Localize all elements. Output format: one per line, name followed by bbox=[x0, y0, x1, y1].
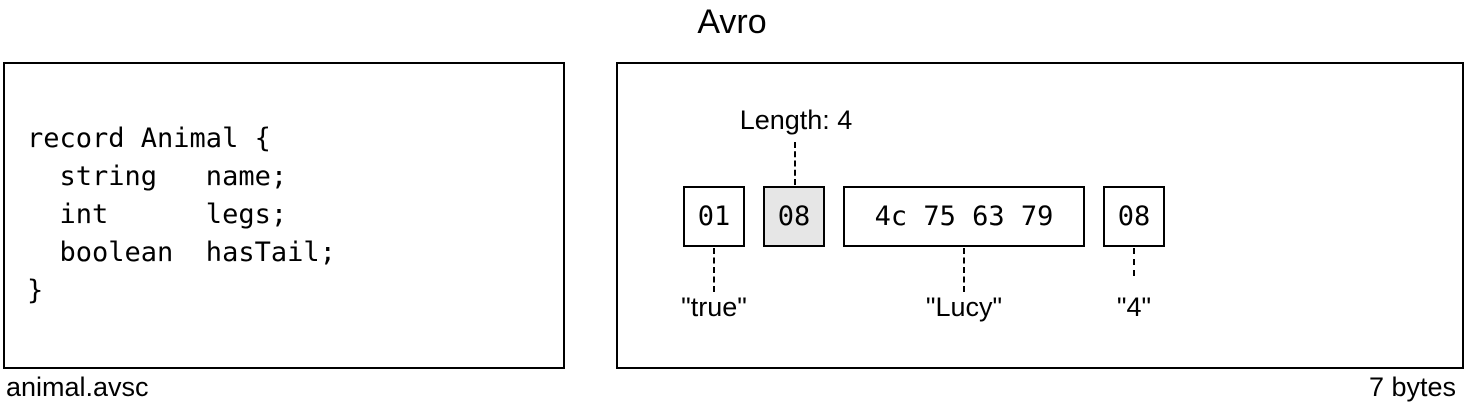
value-label-string: "Lucy" bbox=[925, 292, 1003, 322]
code-line: } bbox=[27, 275, 44, 306]
encoded-size: 7 bytes bbox=[1368, 372, 1456, 402]
code-line: int legs; bbox=[27, 199, 288, 230]
byte-box-int: 08 bbox=[1103, 186, 1165, 247]
string-connector bbox=[963, 248, 965, 292]
code-line: boolean hasTail; bbox=[27, 237, 336, 268]
schema-code: record Animal { string name; int legs; b… bbox=[27, 120, 336, 310]
int-connector bbox=[1133, 248, 1135, 276]
byte-box-length: 08 bbox=[763, 186, 825, 247]
byte-box-string: 4c 75 63 79 bbox=[843, 186, 1085, 247]
diagram-title: Avro bbox=[697, 3, 767, 41]
schema-panel: record Animal { string name; int legs; b… bbox=[3, 62, 565, 369]
code-line: string name; bbox=[27, 161, 288, 192]
code-line: record Animal { bbox=[27, 123, 271, 154]
length-connector bbox=[794, 142, 796, 185]
schema-filename: animal.avsc bbox=[6, 372, 149, 402]
byte-box-bool: 01 bbox=[683, 186, 745, 247]
bool-connector bbox=[713, 248, 715, 292]
encoding-panel: Length: 4 01 08 4c 75 63 79 08 "true" "L… bbox=[616, 62, 1464, 369]
value-label-int: "4" bbox=[1116, 292, 1152, 322]
length-annotation: Length: 4 bbox=[739, 105, 853, 135]
value-label-bool: "true" bbox=[681, 292, 747, 322]
